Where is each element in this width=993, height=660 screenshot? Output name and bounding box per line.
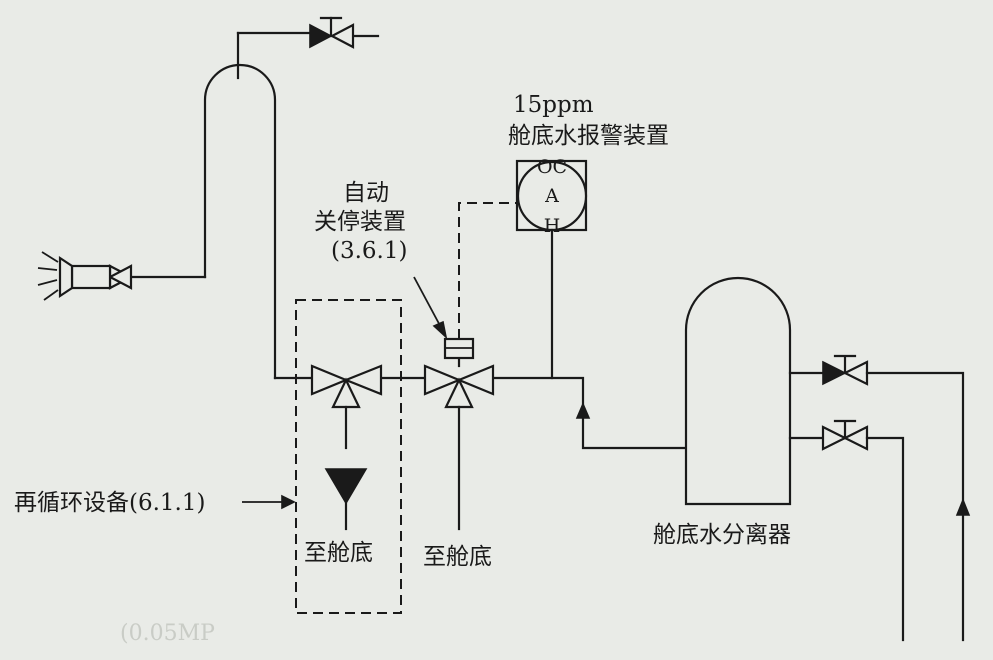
three-way-valve-auto-stop (423, 337, 495, 531)
discharge-nozzle (37, 251, 207, 301)
recirculation-box (295, 299, 402, 614)
alarm-name-label: 舱底水报警装置 (508, 123, 669, 149)
alarm-letter-oc: OC (537, 156, 567, 178)
gooseneck-riser (203, 63, 277, 380)
alarm-ppm-label: 15ppm (513, 92, 594, 118)
bilge-funnel (324, 468, 368, 531)
recirculation-label: 再循环设备(6.1.1) (14, 490, 205, 516)
separator-lower-valve (788, 419, 905, 642)
auto-stop-label-2: 关停装置 (314, 209, 406, 235)
separator-label: 舱底水分离器 (653, 522, 791, 548)
auto-stop-label-1: 自动 (343, 180, 389, 206)
top-vent-valve (236, 16, 380, 80)
three-way-valve-recirculation (310, 364, 383, 450)
to-bilge-right: 至舱底 (423, 544, 492, 570)
flow-arrow-up (575, 401, 591, 419)
to-bilge-left: 至舱底 (304, 540, 373, 566)
signal-line (458, 202, 517, 339)
alarm-letter-h: H (544, 215, 561, 237)
background-bleed-text: (0.05MP (120, 620, 215, 646)
alarm-letter-a: A (544, 185, 559, 207)
auto-stop-ref: (3.6.1) (331, 238, 407, 264)
bilge-separator (684, 276, 792, 506)
bilge-alarm-device (515, 159, 588, 380)
separator-upper-valve (788, 354, 971, 642)
